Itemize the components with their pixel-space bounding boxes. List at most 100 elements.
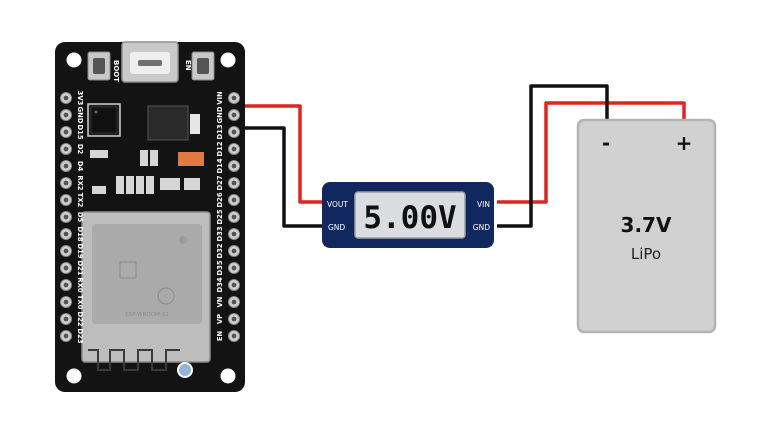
- header-pin-hole: [231, 146, 237, 152]
- header-pin-hole: [63, 214, 69, 220]
- header-pin-hole: [63, 282, 69, 288]
- pin-label-d25: D25: [216, 209, 224, 224]
- header-pin-hole: [231, 333, 237, 339]
- pin-label-d5: D5: [76, 212, 84, 223]
- pin-label-d32: D32: [216, 243, 224, 258]
- power-led: [190, 114, 200, 134]
- boot-button[interactable]: [87, 51, 111, 81]
- en-button-label: EN: [184, 60, 192, 71]
- header-pin-hole: [63, 129, 69, 135]
- mounting-hole: [66, 368, 82, 384]
- header-pin-hole: [231, 248, 237, 254]
- usb-uart-chip: [87, 103, 121, 137]
- pin-label-tx2: TX2: [76, 193, 84, 208]
- wire-gnd-to-gnd: [238, 126, 331, 228]
- pin-label-rx0: RX0: [76, 277, 84, 292]
- pin-label-d34: D34: [216, 277, 224, 292]
- pin-label-d27: D27: [216, 175, 224, 190]
- header-pin-hole: [231, 265, 237, 271]
- pcb-antenna: [88, 349, 180, 371]
- mounting-hole: [66, 52, 82, 68]
- header-pin-hole: [231, 214, 237, 220]
- header-pin-hole: [63, 180, 69, 186]
- header-pin-hole: [63, 299, 69, 305]
- header-pin-hole: [63, 197, 69, 203]
- pin-label-d33: D33: [216, 226, 224, 241]
- pin-label-d15: D15: [76, 124, 84, 139]
- pin-label-d26: D26: [216, 192, 224, 207]
- gnd-out-pin-label: GND: [328, 223, 345, 232]
- en-button[interactable]: [191, 51, 215, 81]
- esp32-board: BOOT EN E: [55, 41, 245, 392]
- pin-label-d2: D2: [76, 144, 84, 155]
- battery-body: [576, 118, 717, 334]
- boost-converter: 5.00V VOUT GND VIN GND: [322, 182, 494, 248]
- usb-port: [121, 41, 179, 83]
- header-pin-hole: [63, 231, 69, 237]
- pin-label-vin: VIN: [216, 91, 224, 105]
- pin-label-d22: D22: [76, 311, 84, 326]
- header-pin-hole: [231, 163, 237, 169]
- pin-label-d18: D18: [76, 226, 84, 241]
- pin-label-d13: D13: [216, 124, 224, 139]
- battery-minus-label: -: [602, 131, 610, 155]
- header-pin-hole: [231, 129, 237, 135]
- pin-label-gnd: GND: [216, 106, 224, 123]
- header-pin-hole: [231, 299, 237, 305]
- wire-vin-to-vout: [238, 104, 331, 204]
- pin-label-d14: D14: [216, 158, 224, 173]
- module-marking: ESP-WROOM-32: [125, 312, 169, 318]
- header-pin-hole: [231, 231, 237, 237]
- wire-gnd-to-battery-minus: [497, 84, 609, 228]
- battery-plus-label: +: [676, 131, 693, 155]
- header-pin-hole: [63, 316, 69, 322]
- wires: [238, 84, 686, 228]
- pin-label-d4: D4: [76, 161, 84, 172]
- gnd-in-pin-label: GND: [473, 223, 490, 232]
- header-pin-hole: [63, 163, 69, 169]
- mounting-hole: [220, 368, 236, 384]
- pin-label-rx2: RX2: [76, 175, 84, 190]
- pin-label-d19: D19: [76, 243, 84, 258]
- right-header-pins: [228, 92, 240, 342]
- header-pin-hole: [63, 146, 69, 152]
- pin-label-d12: D12: [216, 141, 224, 156]
- left-header-pins: [60, 92, 72, 342]
- smd-components: [90, 150, 200, 194]
- pin-label-3v3: 3V3: [76, 91, 84, 106]
- vin-pin-label: VIN: [477, 200, 490, 209]
- voltage-regulator: [147, 105, 189, 141]
- esp-wroom-32-module: ESP-WROOM-32: [81, 211, 211, 378]
- pin-label-d21: D21: [76, 260, 84, 275]
- header-pin-hole: [231, 282, 237, 288]
- left-pin-labels: 3V3GNDD15D2D4RX2TX2D5D18D19D21RX0TX0D22D…: [76, 91, 84, 344]
- header-pin-hole: [231, 180, 237, 186]
- mounting-hole: [220, 52, 236, 68]
- header-pin-hole: [63, 112, 69, 118]
- pin-label-vn: VN: [216, 296, 224, 307]
- pin-label-en: EN: [216, 331, 224, 342]
- battery-voltage-label: 3.7V: [621, 213, 672, 237]
- header-pin-hole: [231, 197, 237, 203]
- pin-label-d23: D23: [76, 328, 84, 343]
- pin-label-gnd: GND: [76, 107, 84, 124]
- lipo-battery: - + 3.7V LiPo: [576, 118, 717, 334]
- battery-type-label: LiPo: [631, 245, 661, 263]
- voltage-readout: 5.00V: [363, 200, 456, 236]
- header-pin-hole: [231, 316, 237, 322]
- header-pin-hole: [63, 265, 69, 271]
- header-pin-hole: [63, 95, 69, 101]
- pin-label-d35: D35: [216, 260, 224, 275]
- header-pin-hole: [231, 95, 237, 101]
- vout-pin-label: VOUT: [327, 200, 348, 209]
- header-pin-hole: [63, 248, 69, 254]
- header-pin-hole: [63, 333, 69, 339]
- lcd-screen: [354, 191, 466, 239]
- pin-label-vp: VP: [216, 314, 224, 324]
- pin-label-tx0: TX0: [76, 295, 84, 310]
- boot-button-label: BOOT: [112, 60, 120, 82]
- smd-capacitor: [178, 152, 204, 166]
- header-pin-hole: [231, 112, 237, 118]
